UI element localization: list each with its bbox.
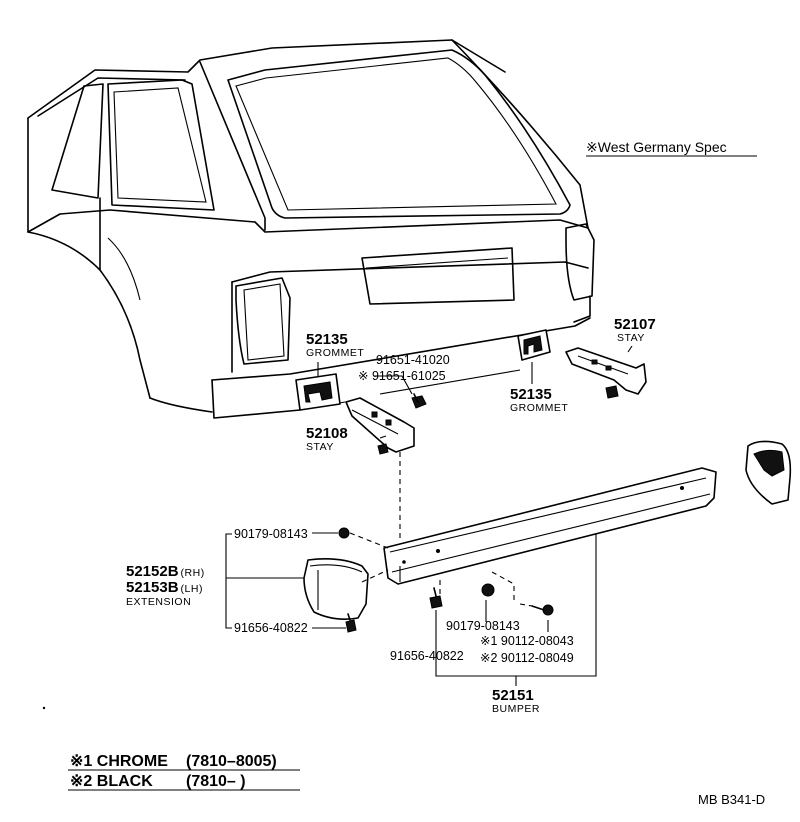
svg-text:52153B(LH): 52153B(LH): [126, 579, 203, 596]
label-90112-b: ※2 90112-08049: [480, 651, 574, 665]
legend-mark-2: ※2: [70, 773, 92, 790]
leader-lines: [225, 345, 633, 686]
svg-text:STAY: STAY: [306, 441, 334, 453]
svg-text:GROMMET: GROMMET: [510, 402, 568, 414]
bumper-extension: [303, 558, 369, 620]
bumper-bar: [383, 467, 717, 585]
finish-legend: ※1 CHROME (7810–8005) ※2 BLACK (7810– ): [68, 753, 300, 791]
grommet-left: [295, 373, 341, 411]
svg-text:GROMMET: GROMMET: [306, 347, 364, 359]
label-52108: 52108 STAY: [306, 425, 348, 453]
svg-text:STAY: STAY: [617, 332, 645, 344]
svg-text:※2 90112-08049: ※2 90112-08049: [480, 651, 574, 665]
svg-text:91656-40822: 91656-40822: [234, 621, 308, 635]
legend-period-2: (7810– ): [186, 773, 246, 790]
svg-text:52151: 52151: [492, 687, 534, 704]
label-90179-right: 90179-08143: [446, 619, 520, 633]
grommet-right: [517, 329, 551, 361]
label-91651: 91651-41020 ※ 91651-61025: [358, 353, 450, 383]
legend-finish-2: BLACK: [97, 773, 153, 790]
legend-finish-1: CHROME: [97, 753, 168, 770]
svg-text:52135: 52135: [510, 386, 552, 403]
label-90179-left: 90179-08143: [234, 527, 308, 541]
legend-period-1: (7810–8005): [186, 753, 277, 770]
svg-text:※1 CHROME (7810–80: ※1 CHROME (7810–8005): [70, 753, 277, 770]
svg-text:BUMPER: BUMPER: [492, 703, 540, 715]
svg-text:90179-08143: 90179-08143: [234, 527, 308, 541]
label-52135-lower: 52135 GROMMET: [510, 386, 568, 414]
dashed-guides: [349, 452, 533, 607]
label-91656-right: 91656-40822: [390, 649, 464, 663]
car-body: [27, 39, 595, 710]
end-cap-right: [745, 440, 792, 505]
spec-note: ※West Germany Spec: [586, 139, 757, 157]
diagram-code: MB B341-D: [698, 792, 765, 807]
svg-text:※2 BLACK (7810–: ※2 BLACK (7810– ): [70, 773, 246, 790]
label-extension: 52152B(RH) 52153B(LH) EXTENSION: [126, 563, 205, 608]
svg-text:※ 91651-61025: ※ 91651-61025: [358, 369, 446, 383]
stay-right: [565, 347, 647, 399]
fasteners: [338, 527, 554, 633]
svg-text:91656-40822: 91656-40822: [390, 649, 464, 663]
bolt-91651: [411, 393, 427, 409]
svg-text:※1 90112-08043: ※1 90112-08043: [480, 634, 574, 648]
label-91656-left: 91656-40822: [234, 621, 308, 635]
svg-text:52152B(RH): 52152B(RH): [126, 563, 205, 580]
note-mark: ※: [586, 139, 598, 155]
label-52107: 52107 STAY: [614, 316, 656, 344]
label-90112-a: ※1 90112-08043: [480, 634, 574, 648]
legend-mark-1: ※1: [70, 753, 92, 770]
note-text: West Germany Spec: [598, 139, 727, 155]
svg-text:52107: 52107: [614, 316, 656, 333]
svg-text:52108: 52108: [306, 425, 348, 442]
svg-text:90179-08143: 90179-08143: [446, 619, 520, 633]
stay-left: [345, 397, 415, 455]
svg-text:91651-41020: 91651-41020: [376, 353, 450, 367]
svg-text:※West Germany Spec: ※West Germany Spec: [586, 139, 727, 155]
svg-text:EXTENSION: EXTENSION: [126, 596, 191, 608]
label-52151: 52151 BUMPER: [492, 687, 540, 715]
svg-text:MB B341-D: MB B341-D: [698, 792, 765, 807]
label-52135-upper: 52135 GROMMET: [306, 331, 364, 359]
svg-text:52135: 52135: [306, 331, 348, 348]
